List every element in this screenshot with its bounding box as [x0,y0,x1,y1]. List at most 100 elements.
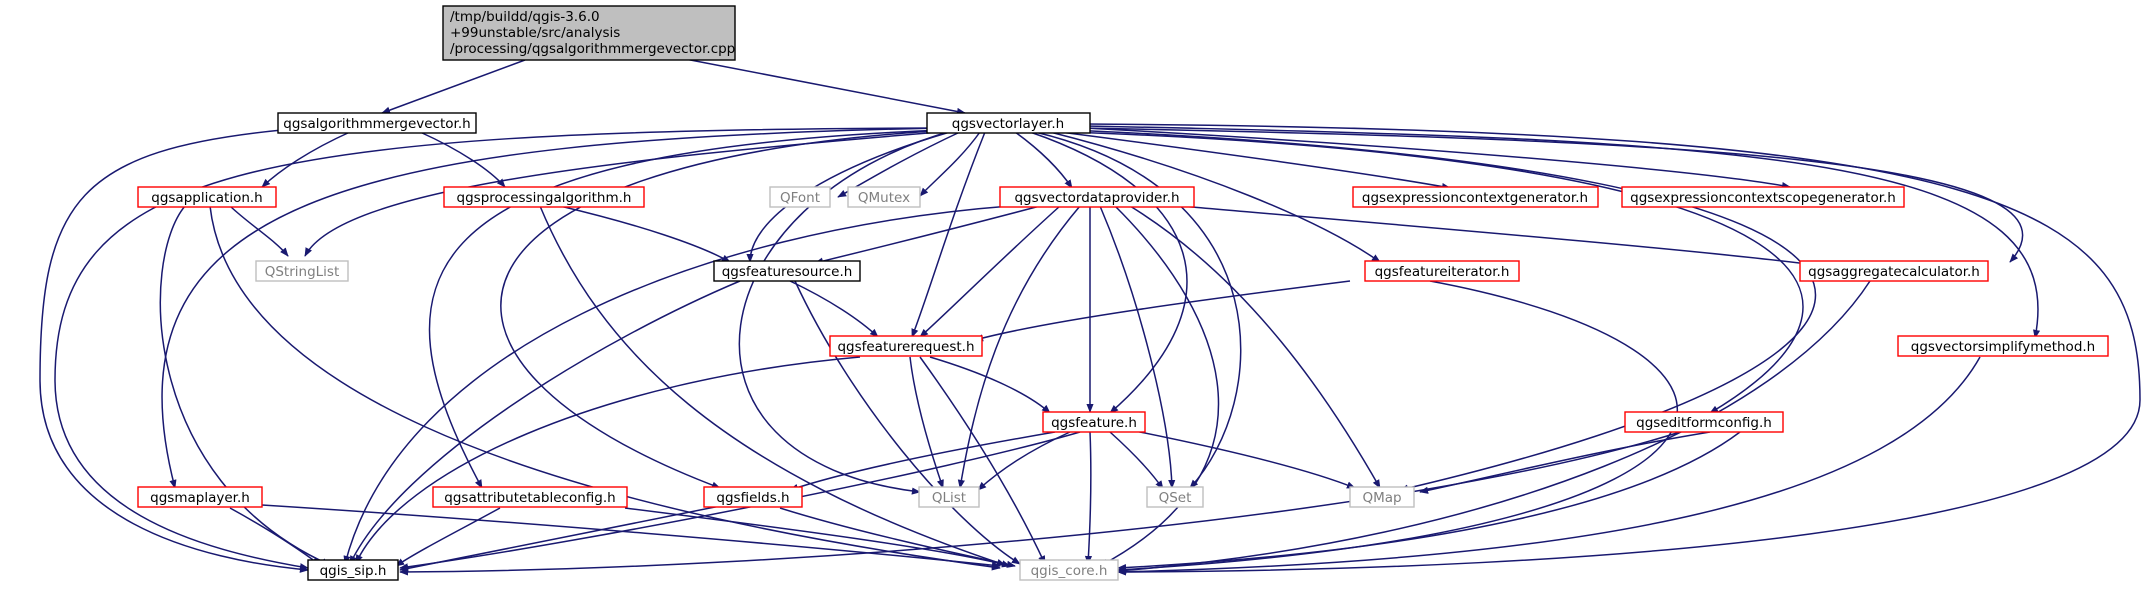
edge-vectorlayer-qlist [738,129,956,495]
edge-vectorlayer-feature [1029,131,1188,414]
node-mergevector-h[interactable]: qgsalgorithmmergevector.h [277,112,477,134]
edge-featurerequest-sip [355,356,861,564]
edge-editformconfig-core [1117,431,1741,572]
node-label: qgis_core.h [1031,563,1108,579]
edge-feature-qset [1109,431,1164,490]
edge-feature-core [1084,431,1093,565]
root-line-3: /processing/qgsalgorithmmergevector.cpp [450,41,735,57]
dependency-edges [39,57,2141,576]
node-qset[interactable]: QSet [1146,486,1204,508]
edge-vectorlayer-expressioncontextgenerator [1059,131,1451,191]
edge-mergevector-sip [39,129,309,573]
edge-featurerequest-core [919,356,1046,565]
node-expressioncontextscopegenerator-h[interactable]: qgsexpressioncontextscopegenerator.h [1621,186,1905,208]
node-processingalgorithm-h[interactable]: qgsprocessingalgorithm.h [443,186,645,208]
edge-vectorlayer-aggregatecalculator [1079,127,2024,263]
edge-application-sip [159,205,331,566]
node-label: qgsfeatureiterator.h [1375,264,1510,280]
edge-vectorlayer-vectordataprovider [1014,131,1073,189]
node-vectorlayer-h[interactable]: qgsvectorlayer.h [926,112,1091,134]
edge-root-vectorlayer [679,57,966,115]
node-label: qgsfeaturesource.h [722,264,853,280]
node-attributetableconfig-h[interactable]: qgsattributetableconfig.h [432,486,628,508]
edge-vectorlayer-fields [500,129,951,489]
node-vectordataprovider-h[interactable]: qgsvectordataprovider.h [999,186,1195,208]
edge-vectordataprovider-featurerequest [919,205,1061,338]
node-qlist[interactable]: QList [918,486,980,508]
edge-feature-qmap [1129,429,1356,489]
node-label: qgsmaplayer.h [150,490,250,506]
edge-vectorlayer-featureiterator [1049,131,1381,263]
edge-vectorlayer-qmap [1069,129,1817,492]
edge-featuresource-sip [349,280,741,565]
edge-application-qstringlist [229,205,289,257]
edge-maplayer-sip [229,507,321,566]
edge-attributetableconfig-sip [395,507,501,567]
edge-vectordataprovider-qmap [1129,205,1381,489]
node-label: QFont [780,190,820,206]
file-nodes: /tmp/buildd/qgis-3.6.0 +99unstable/src/a… [137,5,2109,581]
node-label: qgsattributetableconfig.h [444,490,615,506]
node-core-h[interactable]: qgis_core.h [1019,559,1119,581]
node-maplayer-h[interactable]: qgsmaplayer.h [137,486,263,508]
node-editformconfig-h[interactable]: qgseditformconfig.h [1624,411,1784,433]
edge-processingalgorithm-featuresource [559,205,731,263]
edge-feature-fields [789,431,1056,491]
node-qstringlist[interactable]: QStringList [255,260,349,282]
node-label: qgsexpressioncontextscopegenerator.h [1630,190,1896,206]
node-label: qgsexpressioncontextgenerator.h [1362,190,1588,206]
edge-editformconfig-sip [399,431,1681,576]
node-label: QList [932,490,966,506]
node-fields-h[interactable]: qgsfields.h [703,486,803,508]
edge-application-core [209,205,1001,571]
edge-processingalgorithm-core [539,205,1006,566]
node-label: QMap [1362,490,1401,506]
node-sip-h[interactable]: qgis_sip.h [307,559,399,581]
node-qmutex[interactable]: QMutex [847,186,921,208]
node-featurerequest-h[interactable]: qgsfeaturerequest.h [829,335,983,357]
node-label: QMutex [858,190,910,206]
node-featuresource-h[interactable]: qgsfeaturesource.h [713,260,861,282]
node-label: QSet [1159,490,1192,506]
node-label: qgsalgorithmmergevector.h [283,116,470,132]
node-feature-h[interactable]: qgsfeature.h [1042,411,1146,433]
node-aggregatecalculator-h[interactable]: qgsaggregatecalculator.h [1799,260,1989,282]
node-label: qgsaggregatecalculator.h [1808,264,1980,280]
edge-vectorlayer-qfont [837,131,961,198]
edge-vectorlayer-featurerequest [911,131,986,338]
node-label: qgsprocessingalgorithm.h [457,190,632,206]
node-qfont[interactable]: QFont [769,186,831,208]
node-expressioncontextgenerator-h[interactable]: qgsexpressioncontextgenerator.h [1352,186,1599,208]
edge-featureiterator-core [1117,280,1678,574]
node-vectorsimplifymethod-h[interactable]: qgsvectorsimplifymethod.h [1897,335,2109,357]
node-qmap[interactable]: QMap [1349,486,1415,508]
edge-featureiterator-featurerequest [974,280,1351,342]
edge-vectorlayer-maplayer [161,127,941,489]
edge-vectorlayer-attributetableconfig [428,129,946,489]
edge-mergevector-application [261,131,351,188]
edge-vectorlayer-qmutex [919,131,981,197]
edge-vectorlayer-vectorsimplifymethod [1084,125,2041,339]
node-label: qgsfields.h [716,490,789,506]
edge-featuresource-featurerequest [789,280,879,338]
edge-vectordataprovider-aggregatecalculator [1179,205,1816,268]
edge-vectorlayer-core [1084,123,2141,576]
node-featureiterator-h[interactable]: qgsfeatureiterator.h [1364,260,1520,282]
node-label: qgis_sip.h [320,563,387,579]
root-line-2: +99unstable/src/analysis [450,25,620,41]
edge-maplayer-core [261,504,1001,569]
edge-fields-sip [399,505,721,573]
edge-vectordataprovider-core [1099,205,1220,567]
node-label: qgseditformconfig.h [1636,415,1772,431]
node-label: qgsvectordataprovider.h [1014,190,1179,206]
node-label: qgsapplication.h [151,190,263,206]
edge-vectorlayer-sip [54,127,936,571]
edge-featurerequest-qlist [909,356,944,489]
edge-vectorsimplifymethod-core [1117,356,1981,576]
edge-vectordataprovider-sip [343,205,1011,565]
node-application-h[interactable]: qgsapplication.h [137,186,277,208]
node-root-source-file[interactable]: /tmp/buildd/qgis-3.6.0 +99unstable/src/a… [442,5,736,61]
root-line-1: /tmp/buildd/qgis-3.6.0 [450,9,600,25]
edge-root-mergevector [381,59,526,114]
